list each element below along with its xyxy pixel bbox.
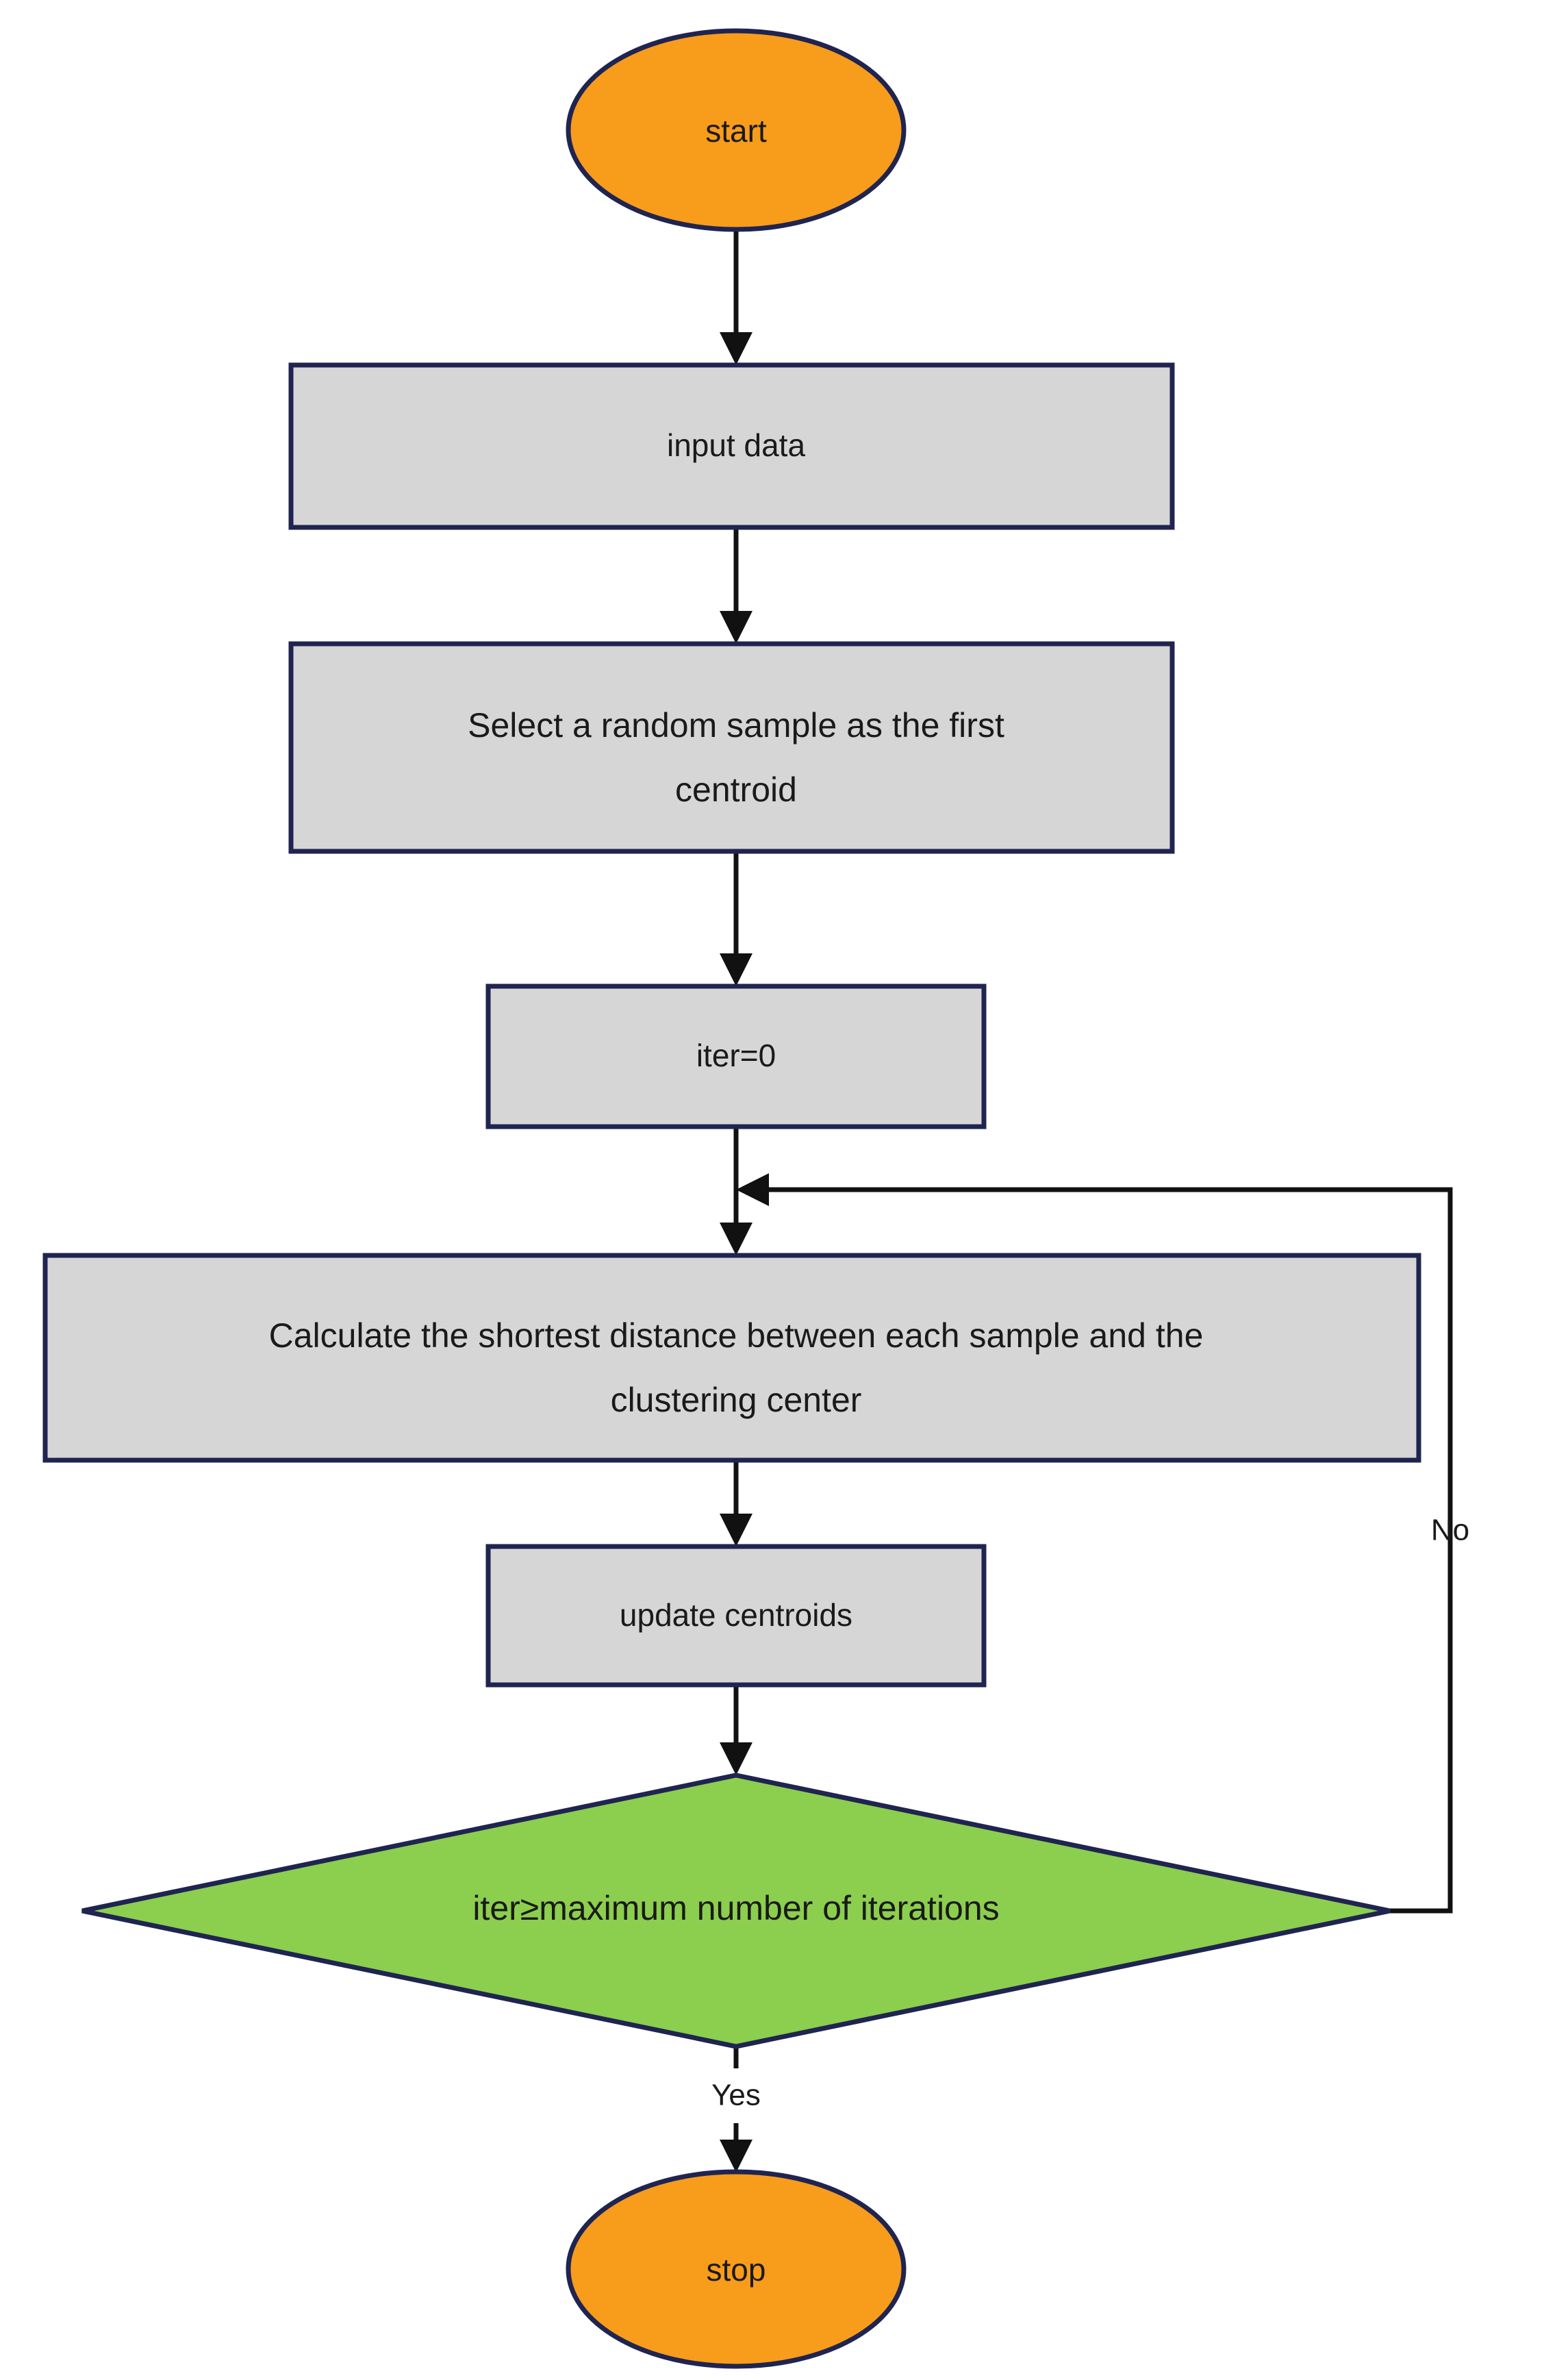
node-stop-label: stop	[707, 2252, 766, 2288]
node-calculate-shortest-distance-label-line1: Calculate the shortest distance between …	[269, 1316, 1204, 1355]
node-select-random-sample[interactable]: Select a random sample as the first cent…	[288, 641, 1175, 854]
node-iter-init-label: iter=0	[696, 1038, 776, 1073]
connector-input-to-select-sample	[720, 527, 752, 644]
node-input-data-label: input data	[667, 427, 805, 463]
node-calculate-shortest-distance-label-line2: clustering center	[611, 1381, 862, 1419]
node-start-label: start	[705, 113, 767, 149]
connector-select-sample-to-iter-init	[720, 851, 752, 986]
node-decision-max-iterations[interactable]: iter≥maximum number of iterations	[81, 1773, 1391, 2049]
node-start[interactable]: start	[566, 28, 907, 232]
connector-calculate-to-update	[720, 1460, 752, 1546]
connector-update-to-decision	[720, 1685, 752, 1775]
node-input-data[interactable]: input data	[288, 362, 1175, 530]
node-update-centroids-label: update centroids	[620, 1597, 852, 1633]
node-update-centroids[interactable]: update centroids	[485, 1544, 987, 1688]
connector-start-to-input	[720, 229, 752, 365]
node-stop[interactable]: stop	[566, 2169, 907, 2369]
node-decision-max-iterations-label: iter≥maximum number of iterations	[472, 1889, 999, 1927]
node-select-random-sample-label-line2: centroid	[675, 771, 797, 809]
connector-decision-no-loop	[736, 1173, 1453, 1914]
connector-iter-init-to-calculate	[720, 1127, 752, 1255]
edge-label-yes: Yes	[711, 2079, 761, 2112]
node-select-random-sample-label-line1: Select a random sample as the first	[468, 706, 1004, 744]
connector-decision-yes-to-stop	[720, 2048, 752, 2172]
node-iter-init[interactable]: iter=0	[485, 984, 987, 1129]
node-calculate-shortest-distance[interactable]: Calculate the shortest distance between …	[42, 1253, 1421, 1463]
edge-label-no: No	[1431, 1514, 1469, 1547]
